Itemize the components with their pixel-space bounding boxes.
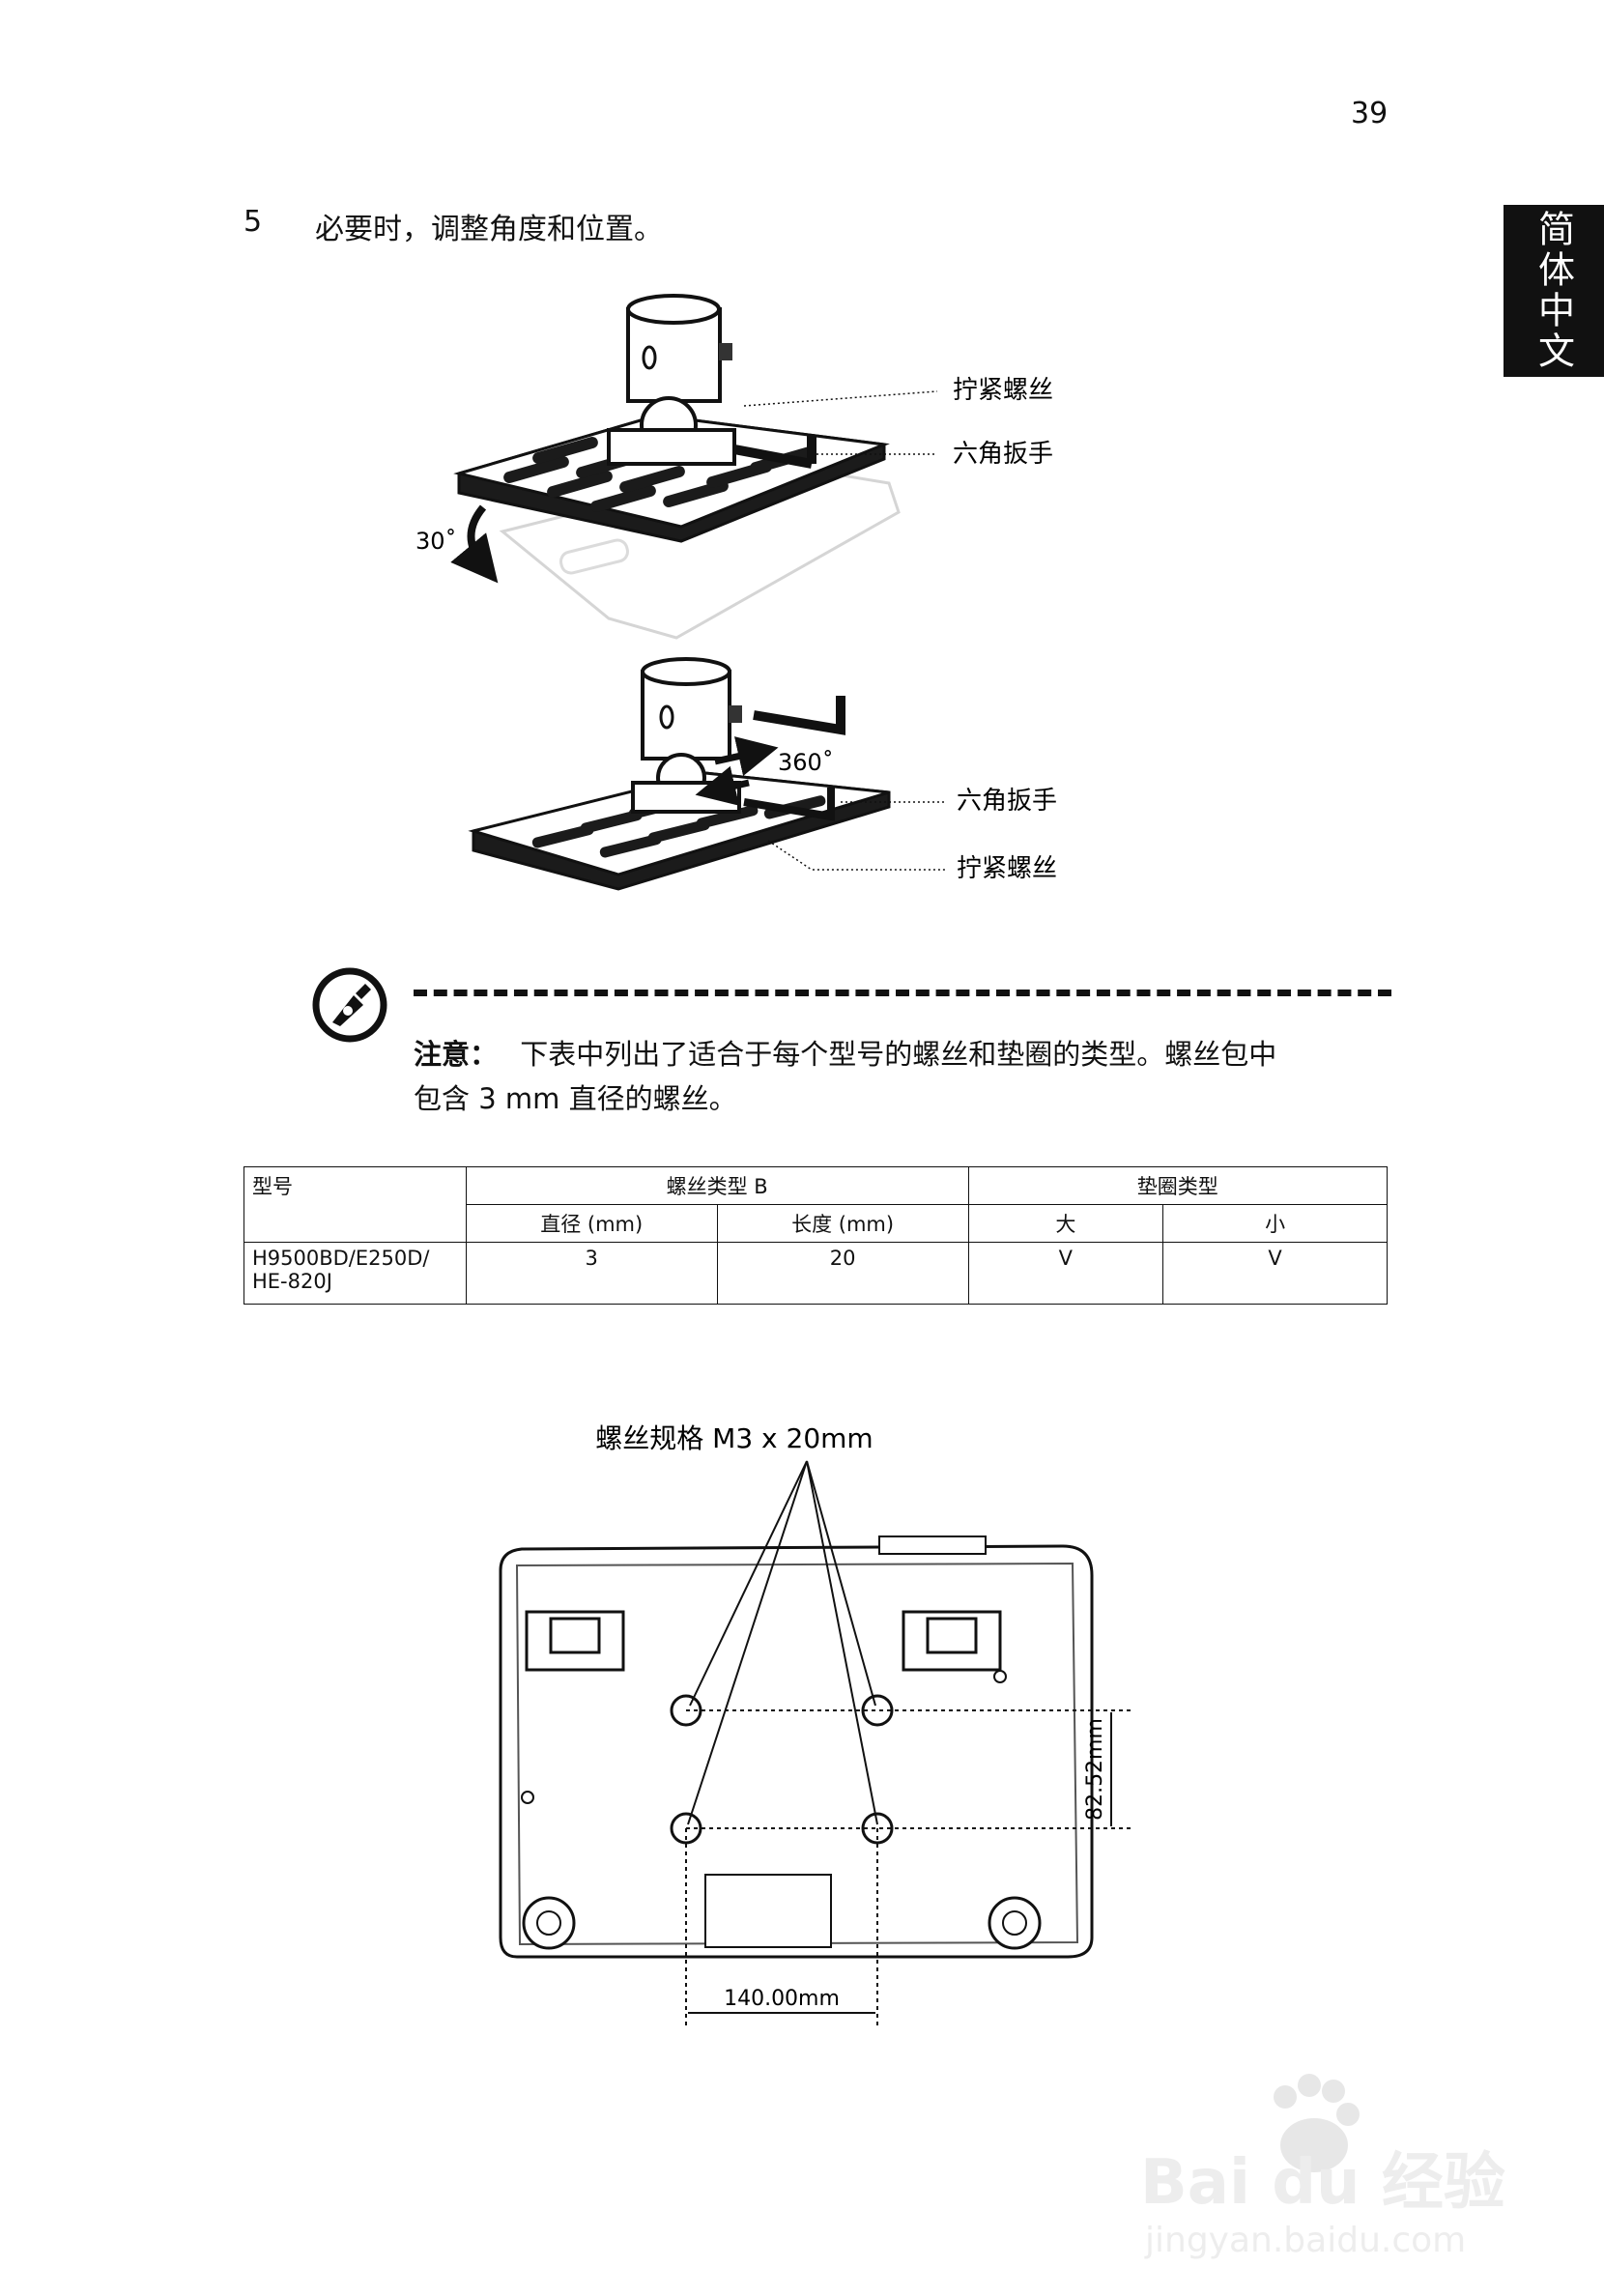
label-hex-key-top: 六角扳手 [953,440,1053,469]
angle-360-label: 360˚ [778,749,834,776]
projector-bottom-figure: 螺丝规格 M3 x 20mm 82.52mm 1 [499,1422,1131,2029]
cell-small: V [1162,1242,1388,1305]
watermark-brand: Bai du 经验 [1140,2147,1505,2219]
mount-cylinder-bottom [631,657,845,821]
note-text: 注意： 下表中列出了适合于每个型号的螺丝和垫圈的类型。螺丝包中 包含 3 mm … [414,1032,1380,1121]
header-screw-type: 螺丝类型 B [465,1166,969,1205]
mount-adjustment-figure: 30˚ 拧紧螺丝 六角扳手 360˚ 六角扳手 拧紧螺丝 [415,294,1057,891]
subheader-small: 小 [1162,1204,1388,1243]
mount-cylinder-top [607,294,816,469]
tilt-arrow [450,504,499,584]
label-tighten-screw-bottom: 拧紧螺丝 [957,854,1057,883]
projector-body [499,1535,1094,1959]
cell-model-line1: H9500BD/E250D/ [252,1247,430,1270]
note-label: 注意： [414,1038,499,1071]
cell-diameter: 3 [465,1242,718,1305]
step-number: 5 [243,205,263,239]
dim-horizontal-label: 140.00mm [724,1987,840,2011]
note-line2: 包含 3 mm 直径的螺丝。 [414,1082,737,1115]
screw-spec-label: 螺丝规格 M3 x 20mm [595,1422,873,1454]
language-tab-label: 简体中文 [1532,210,1575,372]
note-line1: 下表中列出了适合于每个型号的螺丝和垫圈的类型。螺丝包中 [520,1038,1277,1071]
screw-hole [861,1694,894,1727]
cell-large: V [967,1242,1164,1305]
mounting-plate-bottom [468,771,891,891]
table-row: H9500BD/E250D/ HE-820J 3 20 V V [243,1242,1388,1305]
language-tab: 简体中文 [1504,205,1604,377]
cell-model: H9500BD/E250D/ HE-820J [243,1242,467,1305]
baidu-jingyan-watermark: Bai du 经验 jingyan.baidu.com [1140,2074,1505,2260]
note-divider [414,990,1391,996]
step-text: 必要时，调整角度和位置。 [315,213,663,246]
note-pen-icon [312,967,387,1043]
subheader-length: 长度 (mm) [716,1204,969,1243]
dim-vertical-label: 82.52mm [1083,1718,1107,1821]
screw-holes [670,1694,894,1845]
watermark-url: jingyan.baidu.com [1144,2221,1466,2260]
screw-spec-table: 型号 螺丝类型 B 垫圈类型 直径 (mm) 长度 (mm) 大 小 H9500… [243,1166,1389,1305]
label-hex-key-bottom: 六角扳手 [957,787,1057,816]
cell-length: 20 [716,1242,969,1305]
header-washer-type: 垫圈类型 [967,1166,1389,1205]
header-model: 型号 [243,1166,467,1243]
cell-model-line2: HE-820J [252,1270,332,1293]
page-number: 39 [1351,97,1389,130]
subheader-diameter: 直径 (mm) [465,1204,718,1243]
table-header-row: 型号 螺丝类型 B 垫圈类型 [243,1166,1389,1243]
label-tighten-screw-top: 拧紧螺丝 [953,376,1053,405]
table-subheader-row: 直径 (mm) 长度 (mm) 大 小 [244,1204,1388,1243]
subheader-large: 大 [967,1204,1164,1243]
angle-30-label: 30˚ [415,528,457,555]
